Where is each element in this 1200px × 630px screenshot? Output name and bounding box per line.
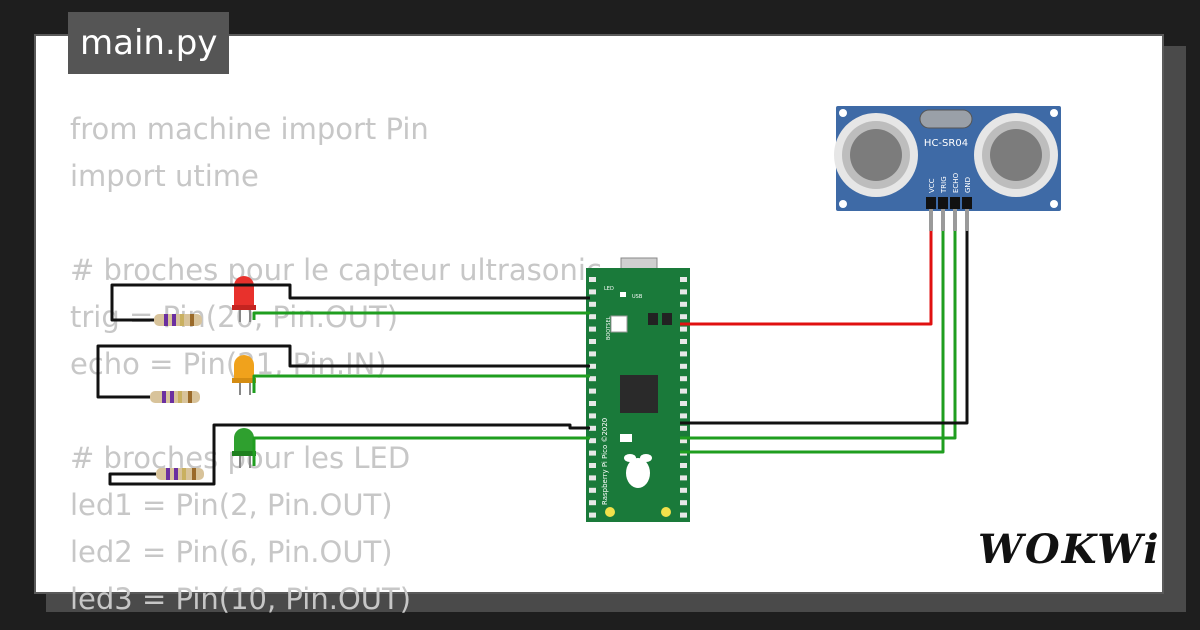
header-pin[interactable]: [589, 512, 596, 518]
wire-yellow-led-signal: [252, 374, 590, 393]
wire-red-led-ground: [110, 283, 590, 322]
header-pin[interactable]: [680, 388, 687, 394]
header-pin[interactable]: [589, 301, 596, 307]
header-pin[interactable]: [589, 500, 596, 506]
header-pin[interactable]: [589, 425, 596, 431]
raspberry-pi-pico[interactable]: LED USB BOOTSEL Raspberry Pi Pico ©2020: [586, 257, 690, 522]
header-pin[interactable]: [680, 425, 687, 431]
header-pin[interactable]: [589, 463, 596, 468]
led-red[interactable]: [232, 276, 256, 322]
code-line: # broches pour le capteur ultrasonic: [70, 253, 602, 287]
header-pin[interactable]: [589, 487, 596, 493]
header-pin[interactable]: [589, 277, 596, 282]
code-preview: from machine import Pin import utime # bro…: [70, 106, 602, 623]
resistor-green-led[interactable]: [156, 468, 204, 480]
sensor-crystal: [919, 109, 973, 129]
code-line: from machine import Pin: [70, 112, 429, 146]
led-green[interactable]: [232, 428, 256, 468]
file-tab[interactable]: main.py: [68, 12, 230, 74]
sensor-pin-vcc-label: VCC: [928, 178, 936, 193]
header-pin[interactable]: [680, 463, 687, 468]
sensor-pin-trig-label: TRIG: [940, 176, 948, 194]
wire-green-led-signal: [252, 436, 590, 466]
sensor-pin-gnd-label: GND: [964, 177, 972, 193]
header-pin[interactable]: [680, 376, 687, 382]
code-line: led3 = Pin(10, Pin.OUT): [70, 582, 412, 616]
ultrasonic-sensor[interactable]: HC-SR04 VCC TRIG ECHO GND: [834, 106, 1061, 231]
header-pin[interactable]: [589, 289, 596, 295]
header-pin[interactable]: [680, 500, 687, 506]
header-pin[interactable]: [589, 314, 596, 320]
pico-usb-label: USB: [632, 294, 643, 300]
code-line: led1 = Pin(2, Pin.OUT): [70, 488, 393, 522]
header-pin[interactable]: [680, 413, 687, 419]
onboard-led: [620, 292, 626, 297]
bootsel-button[interactable]: [610, 315, 628, 333]
mount-hole: [661, 507, 671, 517]
header-pin[interactable]: [589, 388, 596, 394]
rp2040-chip: [620, 375, 658, 413]
header-pin[interactable]: [589, 363, 596, 369]
sensor-model-label: HC-SR04: [924, 138, 968, 149]
sensor-pin-echo-label: ECHO: [952, 172, 960, 193]
header-pin[interactable]: [680, 512, 687, 518]
header-pin[interactable]: [680, 314, 687, 320]
header-pin[interactable]: [589, 351, 596, 357]
header-pin[interactable]: [589, 438, 596, 444]
header-pin[interactable]: [680, 326, 687, 332]
header-pin[interactable]: [589, 376, 596, 382]
led-yellow[interactable]: [232, 355, 256, 395]
header-pin[interactable]: [589, 401, 596, 406]
header-pin[interactable]: [589, 339, 596, 344]
header-pin[interactable]: [680, 401, 687, 406]
header-pin[interactable]: [680, 363, 687, 369]
wokwi-logo: WOKWi: [978, 526, 1161, 573]
code-line: led2 = Pin(6, Pin.OUT): [70, 535, 393, 569]
header-pin[interactable]: [680, 301, 687, 307]
wire-yellow-led-ground: [96, 344, 590, 399]
raspberry-logo-icon: [624, 454, 652, 488]
wire-green-led-ground: [108, 423, 590, 486]
pico-led-label: LED: [604, 286, 614, 292]
wire-sensor-vcc: [680, 231, 933, 326]
sensor-transducer-left: [834, 113, 918, 197]
header-pin[interactable]: [680, 339, 687, 344]
resistor-red-led[interactable]: [154, 314, 202, 326]
sensor-transducer-right: [974, 113, 1058, 197]
header-pin[interactable]: [680, 438, 687, 444]
header-pin[interactable]: [680, 475, 687, 481]
pico-silk-name: Raspberry Pi Pico ©2020: [601, 418, 609, 505]
wire-sensor-gnd: [680, 231, 969, 425]
wire-sensor-echo: [680, 231, 957, 440]
header-pin[interactable]: [680, 289, 687, 295]
header-pin[interactable]: [589, 475, 596, 481]
header-pin[interactable]: [680, 351, 687, 357]
header-pin[interactable]: [680, 487, 687, 493]
wire-red-led-signal: [252, 311, 590, 320]
pico-bootsel-label: BOOTSEL: [606, 316, 612, 340]
header-pin[interactable]: [589, 413, 596, 419]
mount-hole: [605, 507, 615, 517]
resistor-yellow-led[interactable]: [150, 391, 200, 403]
header-pin[interactable]: [589, 326, 596, 332]
header-pin[interactable]: [680, 277, 687, 282]
wire-sensor-trig: [680, 231, 945, 454]
header-pin[interactable]: [589, 450, 596, 456]
code-line: import utime: [70, 159, 259, 193]
